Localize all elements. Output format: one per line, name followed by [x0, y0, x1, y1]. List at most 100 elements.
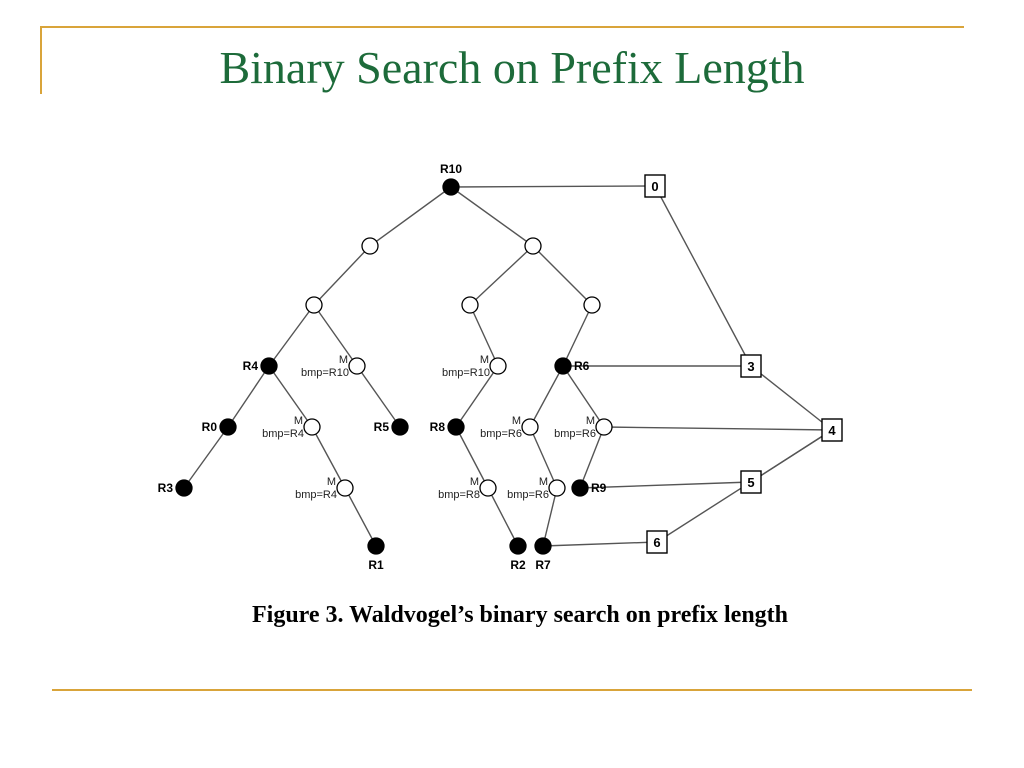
- figure-caption: Figure 3. Waldvogel’s binary search on p…: [251, 602, 789, 628]
- node-label: R8: [430, 420, 446, 434]
- level-link-r7-b6: [542, 541, 658, 547]
- tree-edge-m2-r8: [455, 365, 499, 428]
- marker-label: M: [539, 476, 548, 488]
- tree-node-l1: [361, 237, 379, 255]
- bmp-label: bmp=R6: [507, 489, 549, 501]
- tree-node-rl: [461, 296, 479, 314]
- tree-edge-r10-l1: [369, 186, 452, 247]
- tree-node-r5: R5: [374, 418, 409, 436]
- bmp-label: bmp=R10: [301, 367, 349, 379]
- node-label: R3: [158, 481, 174, 495]
- node-label: R10: [440, 162, 462, 176]
- node-label: R2: [510, 558, 526, 572]
- tree-node-r7: R7: [534, 537, 552, 572]
- tree-edge-m5-r9: [579, 426, 605, 489]
- tree-edge-r4-r0: [227, 365, 270, 428]
- tree-edge-m3-m6: [311, 426, 346, 489]
- slide-title: Binary Search on Prefix Length: [219, 42, 805, 93]
- level-box-4: 4: [821, 418, 843, 442]
- tree-node-r0: R0: [202, 418, 237, 436]
- node-label: R1: [368, 558, 384, 572]
- svg-text:3: 3: [747, 359, 754, 374]
- level-links: [450, 185, 833, 547]
- bottom-rule: [52, 689, 972, 691]
- top-rule: [40, 26, 964, 28]
- marker-label: M: [327, 476, 336, 488]
- level-link-b3-b4: [750, 365, 833, 431]
- tree-edge-m1-r5: [356, 365, 401, 428]
- tree-edge-r6-m5: [562, 365, 605, 428]
- node-label: R4: [243, 359, 259, 373]
- tree-node-r8: R8: [430, 418, 465, 436]
- tree-node-r3: R3: [158, 479, 193, 497]
- node-label: R6: [574, 359, 590, 373]
- bmp-label: bmp=R6: [554, 428, 596, 440]
- svg-text:4: 4: [828, 423, 836, 438]
- tree-node-r2: R2: [509, 537, 527, 572]
- level-link-r10-b0: [450, 185, 656, 188]
- tree-edge-r1n-rr: [532, 245, 593, 306]
- tree-edge-r4-m3: [268, 365, 313, 428]
- tree-node-rr: [583, 296, 601, 314]
- svg-text:6: 6: [653, 535, 660, 550]
- tree-node-r1n: [524, 237, 542, 255]
- tree-edge-rr-r6: [562, 304, 593, 367]
- level-box-3: 3: [740, 354, 762, 378]
- node-label: R9: [591, 481, 607, 495]
- left-rule: [40, 26, 42, 94]
- tree-node-r1: R1: [367, 537, 385, 572]
- tree-edge-rl-m2: [469, 304, 499, 367]
- tree-edge-m7-r2: [487, 487, 519, 547]
- tree-node-r4: R4: [243, 357, 278, 375]
- tree-node-r6: R6: [554, 357, 590, 375]
- marker-label: M: [294, 415, 303, 427]
- svg-text:5: 5: [747, 475, 754, 490]
- marker-label: M: [339, 354, 348, 366]
- level-link-b0-b3: [654, 185, 752, 367]
- level-box-0: 0: [644, 174, 666, 198]
- tree-edge-m8-r7: [542, 487, 558, 547]
- tree-edge-m4-m8: [529, 426, 558, 489]
- marker-label: M: [512, 415, 521, 427]
- bmp-label: bmp=R8: [438, 489, 480, 501]
- tree-edge-ll-m1: [313, 304, 358, 367]
- bmp-label: bmp=R4: [295, 489, 337, 501]
- svg-text:0: 0: [651, 179, 658, 194]
- tree-node-r9: R9: [571, 479, 607, 497]
- tree-edge-r8-m7: [455, 426, 489, 489]
- level-boxes: 0 3 4 5 6: [644, 174, 843, 554]
- level-box-6: 6: [646, 530, 668, 554]
- node-label: R0: [202, 420, 218, 434]
- marker-label: M: [470, 476, 479, 488]
- marker-label: M: [586, 415, 595, 427]
- node-label: R7: [535, 558, 551, 572]
- bmp-label: bmp=R6: [480, 428, 522, 440]
- bmp-label: bmp=R4: [262, 428, 304, 440]
- tree-edge-m6-r1: [344, 487, 377, 547]
- node-label: R5: [374, 420, 390, 434]
- tree-edges: [183, 186, 605, 547]
- level-link-r9-b5: [579, 481, 752, 489]
- tree-node-r10: R10: [440, 162, 462, 196]
- tree-node-ll: [305, 296, 323, 314]
- tree-edge-l1-ll: [313, 245, 371, 306]
- tree-edge-ll-r4: [268, 304, 315, 367]
- level-box-5: 5: [740, 470, 762, 494]
- marker-label: M: [480, 354, 489, 366]
- bmp-label: bmp=R10: [442, 367, 490, 379]
- level-link-m5-b4: [603, 426, 833, 431]
- tree-edge-r1n-rl: [469, 245, 534, 306]
- tree-edge-r6-m4: [529, 365, 564, 428]
- tree-edge-r10-r1n: [450, 186, 534, 247]
- tree-edge-r0-r3: [183, 426, 229, 489]
